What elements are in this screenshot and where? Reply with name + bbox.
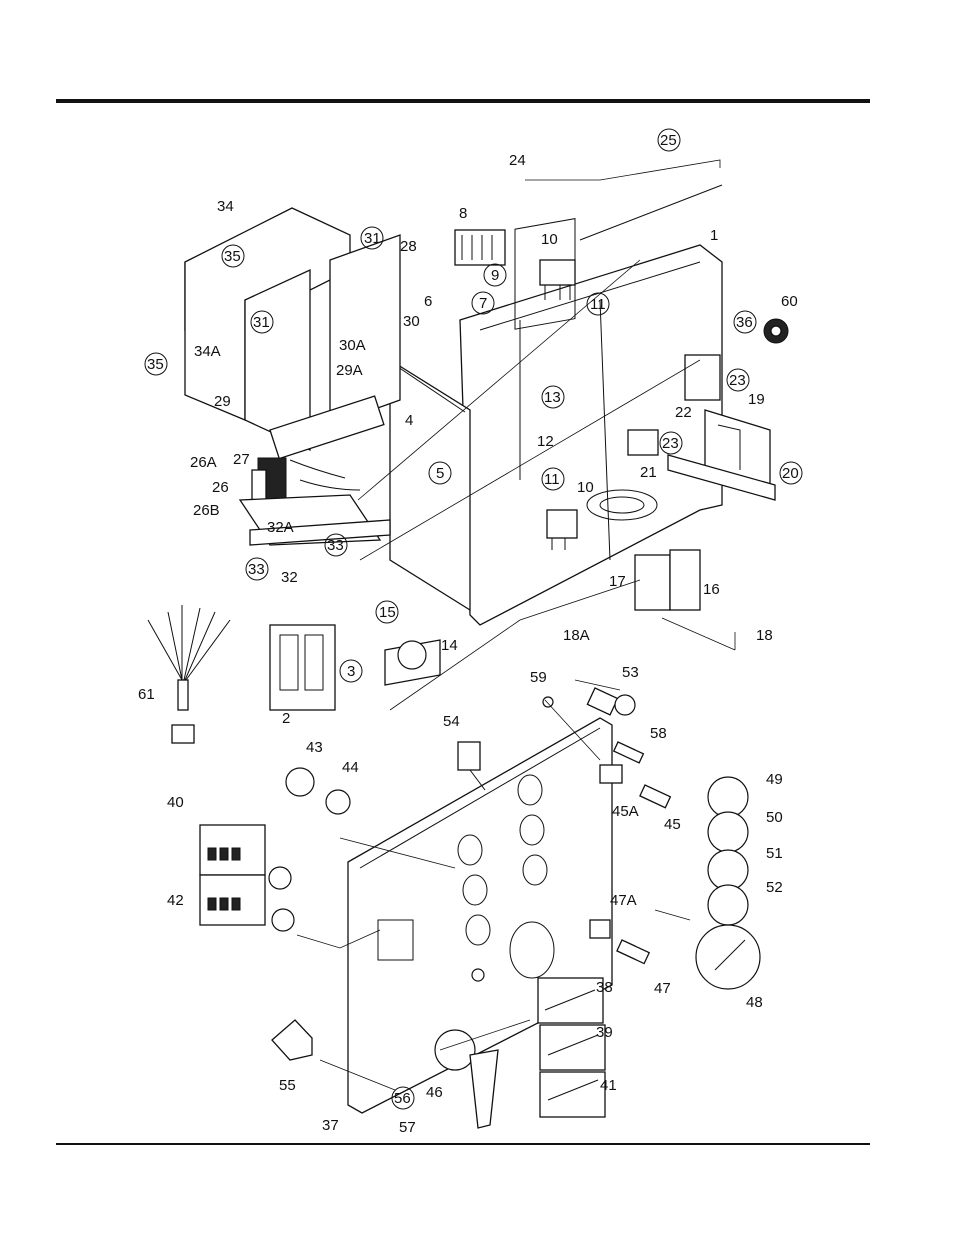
label-58: 58 [650,725,667,742]
label-35: 35 [224,248,241,265]
label-32: 32 [281,569,298,586]
label-54: 54 [443,713,460,730]
top-cover [525,160,722,240]
label-14: 14 [441,637,458,654]
latch [272,1020,312,1060]
label-19: 19 [748,391,765,408]
label-18: 18 [756,627,773,644]
label-10b: 10 [577,479,594,496]
label-26a: 26A [190,454,217,471]
label-30: 30 [403,313,420,330]
pilot-lamp [543,688,635,715]
label-24: 24 [509,152,526,169]
label-9: 9 [491,267,499,284]
label-45: 45 [664,816,681,833]
label-60: 60 [781,293,798,310]
current-sensor [385,640,440,685]
label-48: 48 [746,994,763,1011]
label-11b: 11 [544,471,560,488]
label-31: 31 [364,230,381,247]
grommet [764,319,788,343]
label-61: 61 [138,686,155,703]
gauges [696,777,760,989]
label-21: 21 [640,464,657,481]
label-1: 1 [710,227,718,244]
label-45a: 45A [612,803,639,820]
label-51: 51 [766,845,783,862]
label-59: 59 [530,669,547,686]
label-33: 33 [327,537,344,554]
label-17: 17 [609,573,626,590]
label-57: 57 [399,1119,416,1136]
label-12: 12 [537,433,554,450]
label-3: 3 [347,663,355,680]
label-47a: 47A [610,892,637,909]
label-31b: 31 [253,314,270,331]
label-53: 53 [622,664,639,681]
label-33b: 33 [248,561,265,578]
wire-harness [148,605,230,743]
label-34a: 34A [194,343,221,360]
label-55: 55 [279,1077,296,1094]
label-8: 8 [459,205,467,222]
label-30a: 30A [339,337,366,354]
label-7: 7 [479,295,487,312]
label-5: 5 [436,465,444,482]
label-37: 37 [322,1117,339,1134]
label-38: 38 [596,979,613,996]
label-26b: 26B [193,502,220,519]
label-42: 42 [167,892,184,909]
label-23b: 23 [662,435,679,452]
label-16: 16 [703,581,720,598]
label-52: 52 [766,879,783,896]
label-47: 47 [654,980,671,997]
label-50: 50 [766,809,783,826]
label-39: 39 [596,1024,613,1041]
label-32a: 32A [267,519,294,536]
label-28: 28 [400,238,417,255]
contactor [635,550,700,610]
label-20: 20 [782,465,799,482]
label-40: 40 [167,794,184,811]
label-29: 29 [214,393,231,410]
label-10: 10 [541,231,558,248]
label-44: 44 [342,759,359,776]
label-43: 43 [306,739,323,756]
breaker [270,625,335,710]
indicator-meters [538,978,605,1117]
label-26: 26 [212,479,229,496]
label-15: 15 [379,604,396,621]
label-29a: 29A [336,362,363,379]
label-13: 13 [544,389,561,406]
label-6: 6 [424,293,432,310]
label-56: 56 [394,1090,411,1107]
label-11: 11 [590,296,606,313]
potentiometer [286,768,350,814]
side-panel [390,360,470,610]
toggle-switch [458,742,485,790]
label-36: 36 [736,314,753,331]
label-25: 25 [660,132,677,149]
label-34: 34 [217,198,234,215]
label-27: 27 [233,451,250,468]
label-41: 41 [600,1077,617,1094]
label-49: 49 [766,771,783,788]
label-35b: 35 [147,356,164,373]
label-18a: 18A [563,627,590,644]
label-23: 23 [729,372,746,389]
label-22: 22 [675,404,692,421]
label-46: 46 [426,1084,443,1101]
terminal-block [455,230,505,265]
label-4: 4 [405,412,413,429]
label-2: 2 [282,710,290,727]
